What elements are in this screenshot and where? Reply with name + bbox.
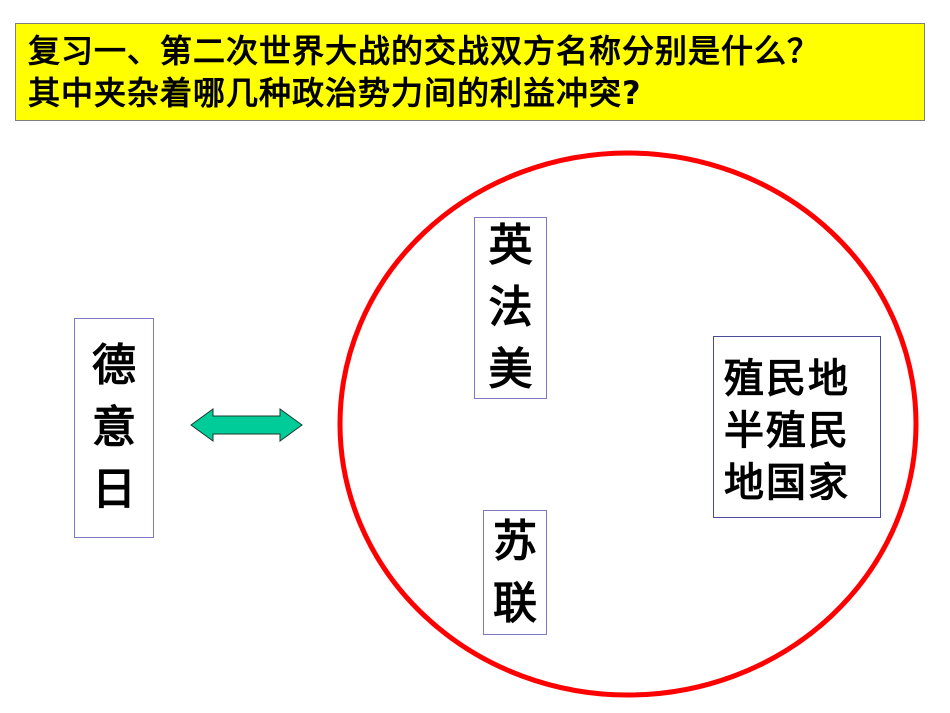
soviet-union-box: 苏 联 [483,510,547,635]
char-su: 苏 [493,515,537,567]
western-allies-box: 英 法 美 [474,217,547,399]
title-line-2: 其中夹杂着哪几种政治势力间的利益冲突? [28,74,642,112]
axis-powers-box: 德 意 日 [74,318,154,538]
char-ri: 日 [92,464,136,515]
title-line-1: 复习一、第二次世界大战的交战双方名称分别是什么？ [28,32,821,70]
colonies-row-3: 地国家 [724,459,850,506]
colonies-row-1: 殖民地 [724,355,850,402]
title-box: 复习一、第二次世界大战的交战双方名称分别是什么？ 其中夹杂着哪几种政治势力间的利… [15,23,925,121]
char-de: 德 [92,340,136,391]
char-yi: 意 [92,402,136,453]
red-circle [337,150,919,698]
colonies-box: 殖民地 半殖民 地国家 [713,336,881,518]
char-lian: 联 [493,577,537,629]
double-arrow-icon [190,408,303,442]
char-mei: 美 [488,344,533,395]
char-fa: 法 [488,282,533,333]
char-ying: 英 [488,220,533,271]
colonies-row-2: 半殖民 [724,407,850,454]
